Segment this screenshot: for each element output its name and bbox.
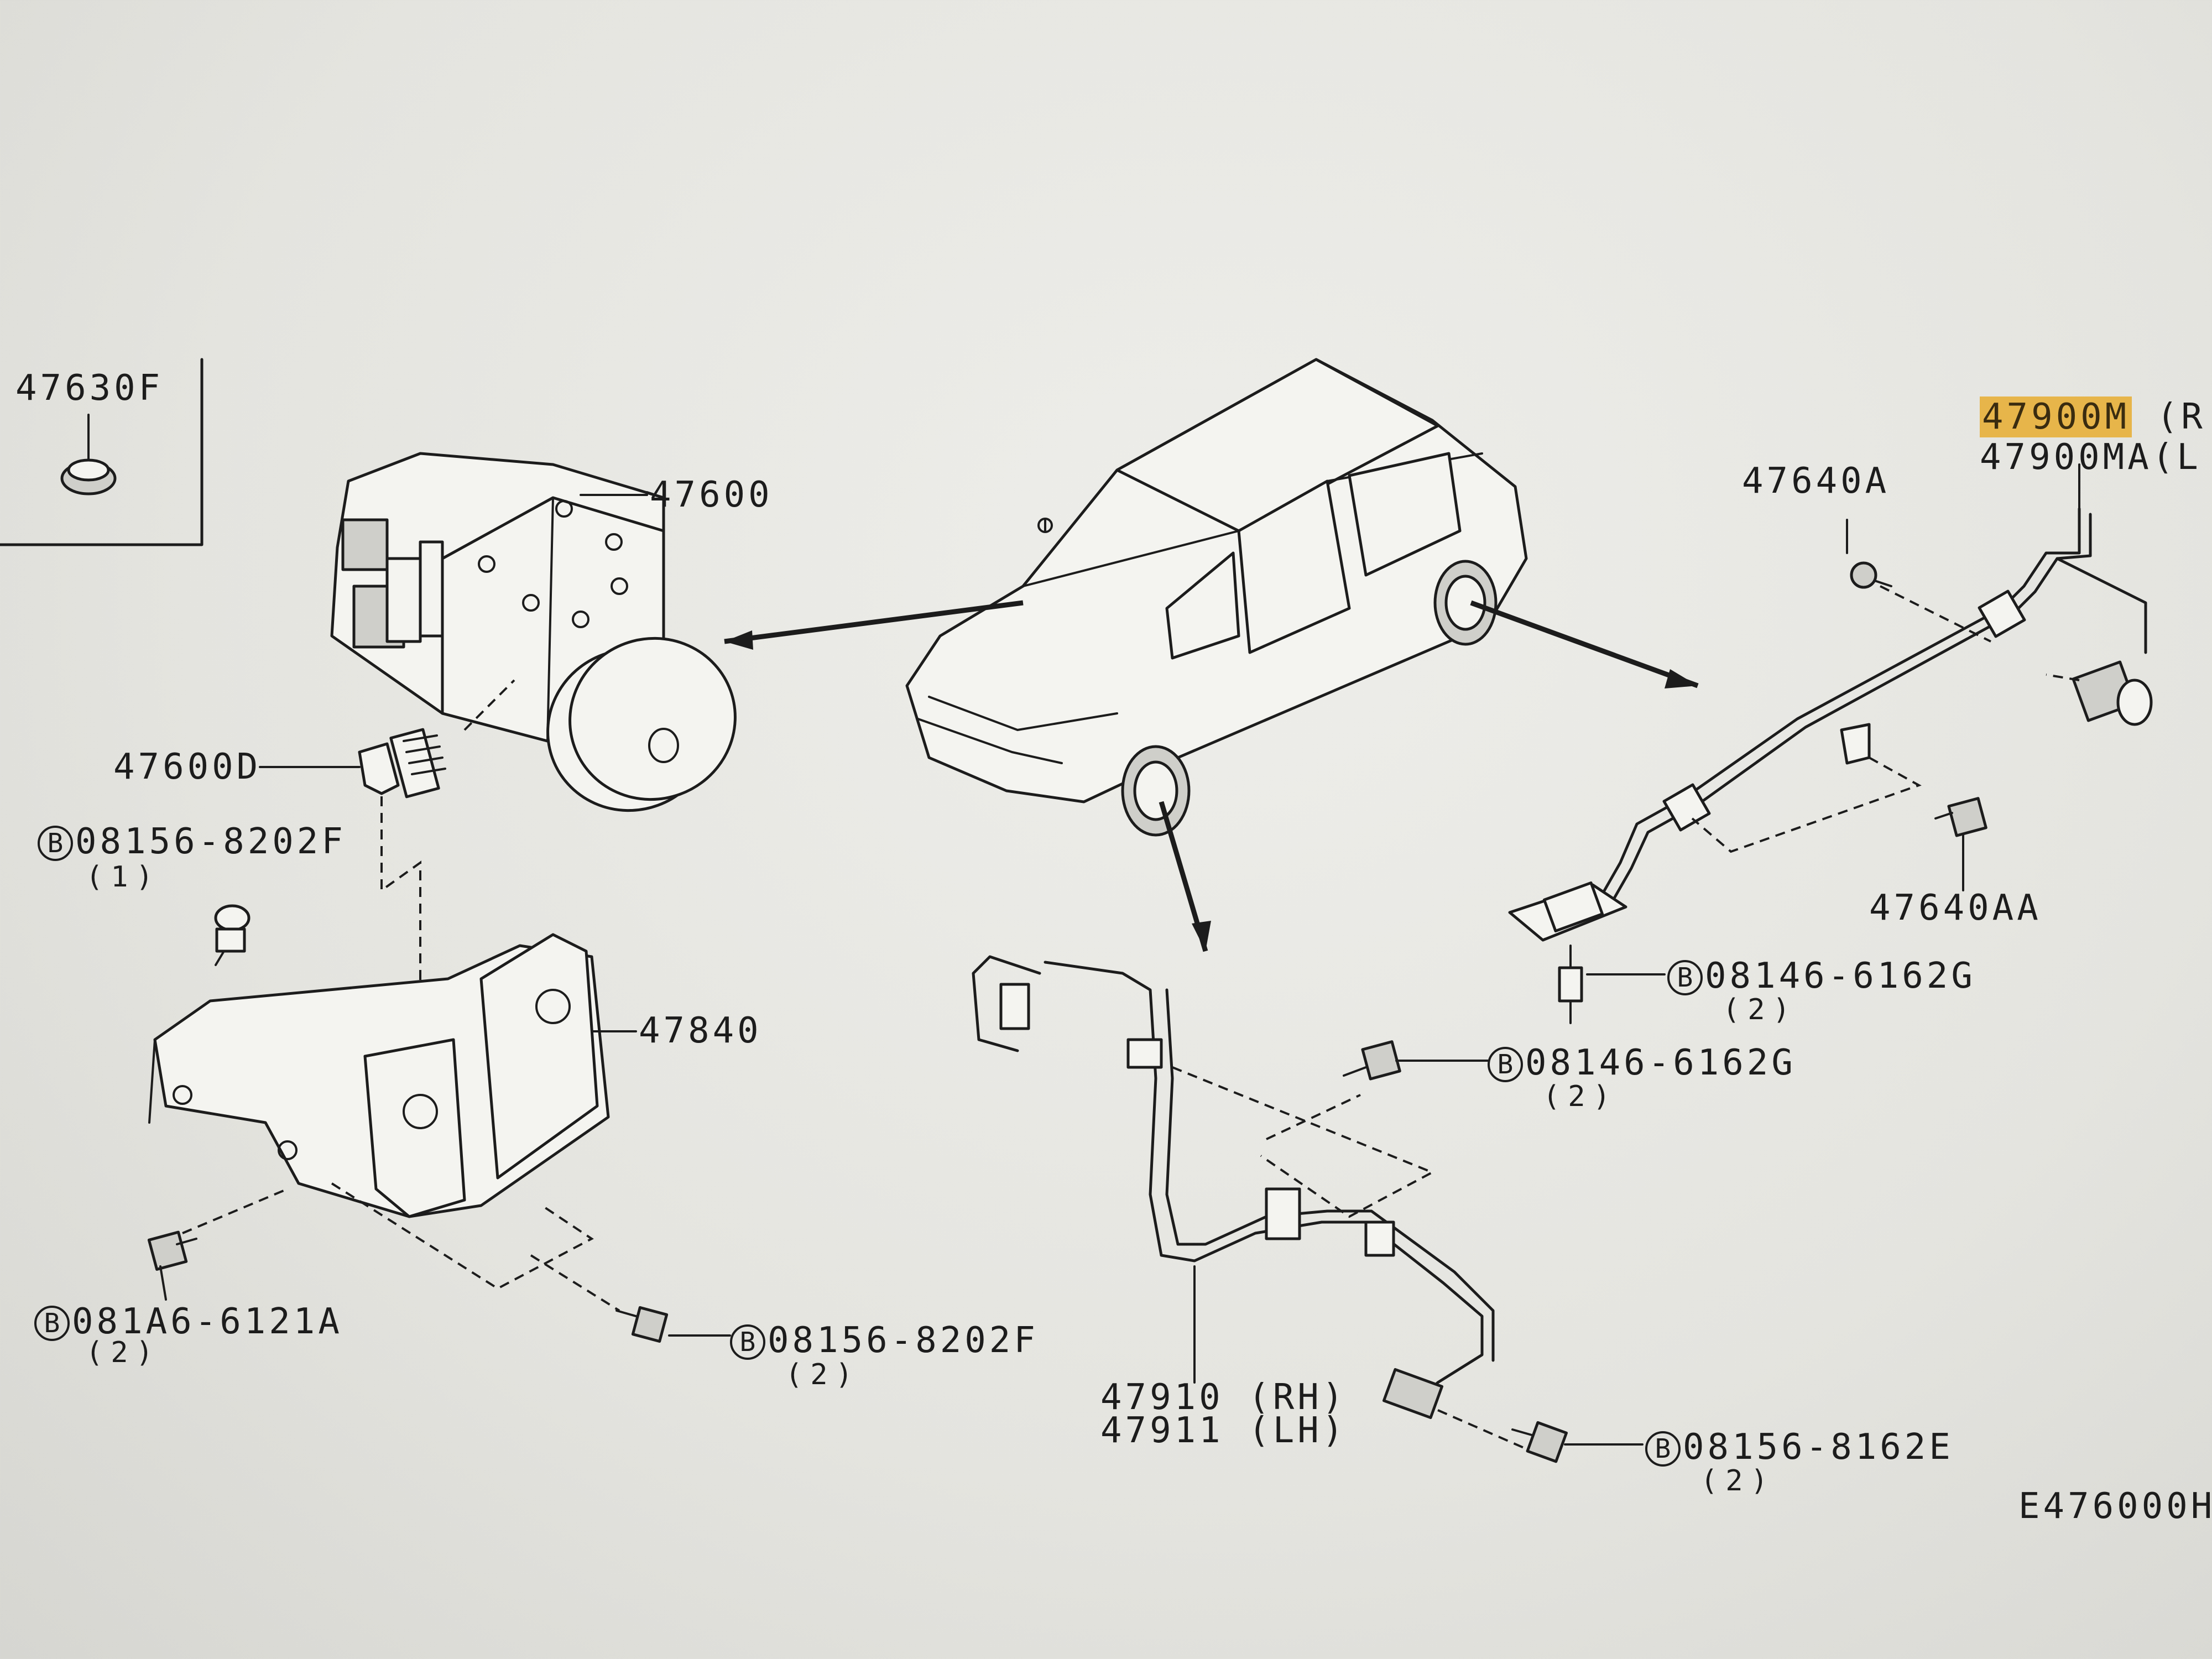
qty-08146-6162g-right: (2) <box>1723 993 1798 1026</box>
bolt-symbol-icon: B <box>1488 1047 1523 1083</box>
qty-08156-8162e: (2) <box>1700 1464 1776 1498</box>
bolt-symbol-icon: B <box>1645 1431 1681 1467</box>
highlighted-part-number: 47900M <box>1980 397 2132 437</box>
label-47600: 47600 <box>650 474 773 515</box>
bracket-47840-drawing <box>148 933 610 1218</box>
label-47900ma: 47900MA(L <box>1980 437 2201 478</box>
label-47640aa: 47640AA <box>1869 888 2042 928</box>
qty-081a6-6121a: (2) <box>86 1336 161 1369</box>
drawing-code: E476000H <box>2018 1486 2212 1527</box>
bolt-symbol-icon: B <box>38 826 73 862</box>
qty-08146-6162g-mid: (2) <box>1543 1080 1618 1113</box>
clip-47630f-drawing <box>60 414 117 495</box>
label-47600d: 47600D <box>113 747 262 787</box>
inset-frame <box>0 358 204 546</box>
bolt-08146-6162g-mid-drawing <box>1343 1040 1401 1081</box>
label-47840: 47840 <box>639 1010 762 1051</box>
label-47630f: 47630F <box>15 368 164 409</box>
bolt-08156-8202f-top-drawing <box>214 904 251 966</box>
part-number: 081A6-6121A <box>72 1301 343 1342</box>
part-number: 08156-8162E <box>1683 1427 1954 1468</box>
bolt-08146-6162g-right-drawing <box>1558 945 1583 1024</box>
side-label: (R <box>2156 397 2206 437</box>
abs-actuator-drawing <box>330 452 737 812</box>
part-number: 08156-8202F <box>75 821 346 862</box>
label-47900m: 47900M (R <box>1980 397 2206 437</box>
bolt-symbol-icon: B <box>34 1306 70 1342</box>
bolt-08156-8162e-drawing <box>1511 1421 1568 1463</box>
bolt-symbol-icon: B <box>730 1324 765 1360</box>
mount-47600d-drawing <box>358 728 446 799</box>
rear-sensor-harness-drawing <box>1508 507 2153 942</box>
car-drawing <box>905 358 1528 837</box>
part-number: 08156-8202F <box>768 1320 1039 1361</box>
qty-08156-8202f-2: (2) <box>785 1358 860 1391</box>
label-47910: 47910 (RH) <box>1100 1377 1347 1418</box>
part-number: 08146-6162G <box>1705 956 1976 997</box>
label-47911: 47911 (LH) <box>1100 1410 1347 1451</box>
qty-08156-8202f-1: (1) <box>86 860 161 894</box>
bolt-081a6-drawing <box>147 1230 197 1271</box>
bolt-08156-8202f-bottom-drawing <box>615 1306 669 1343</box>
label-47640a: 47640A <box>1742 461 1890 502</box>
callout-arrows <box>724 600 1699 952</box>
bolt-47640aa-drawing <box>1934 797 1987 837</box>
front-sensor-harness-drawing <box>972 955 1495 1420</box>
part-number: 08146-6162G <box>1525 1042 1796 1083</box>
bolt-symbol-icon: B <box>1667 960 1703 996</box>
